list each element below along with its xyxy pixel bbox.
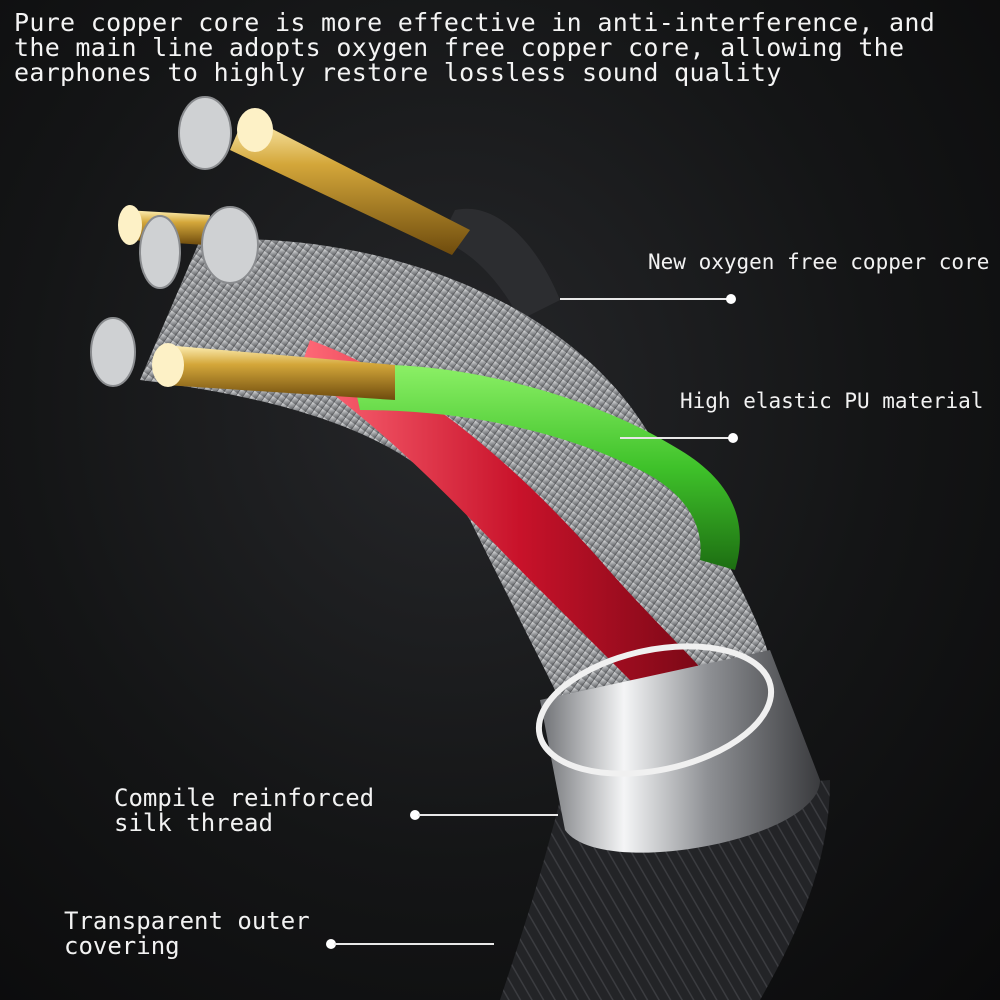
callout-pu-material: High elastic PU material xyxy=(680,389,984,413)
copper-wire-mid-end xyxy=(118,205,142,245)
leader-dot-pu-material xyxy=(728,433,738,443)
callout-copper-core: New oxygen free copper core xyxy=(648,250,990,274)
red-sheath xyxy=(300,340,740,740)
metal-ring xyxy=(540,650,820,853)
silver-strand-ends xyxy=(90,96,259,387)
callout-outer-covering: Transparent outer covering xyxy=(64,907,310,960)
leader-dot-outer-covering xyxy=(326,939,336,949)
leader-line-silk-thread xyxy=(418,814,558,816)
leader-dot-silk-thread xyxy=(410,810,420,820)
metal-ring-rim xyxy=(535,643,775,777)
leader-line-outer-covering xyxy=(334,943,494,945)
copper-wire-low xyxy=(165,345,395,400)
headline-text: Pure copper core is more effective in an… xyxy=(14,8,936,87)
leader-dot-copper-core xyxy=(726,294,736,304)
black-sleeve xyxy=(440,208,560,320)
callout-silk-thread: Compile reinforced silk thread xyxy=(114,784,375,837)
copper-wire-top xyxy=(230,115,470,255)
leader-line-copper-core xyxy=(560,298,730,300)
copper-wire-top-end xyxy=(237,108,273,152)
leader-line-pu-material xyxy=(620,437,732,439)
copper-wire-low-end xyxy=(152,343,184,387)
